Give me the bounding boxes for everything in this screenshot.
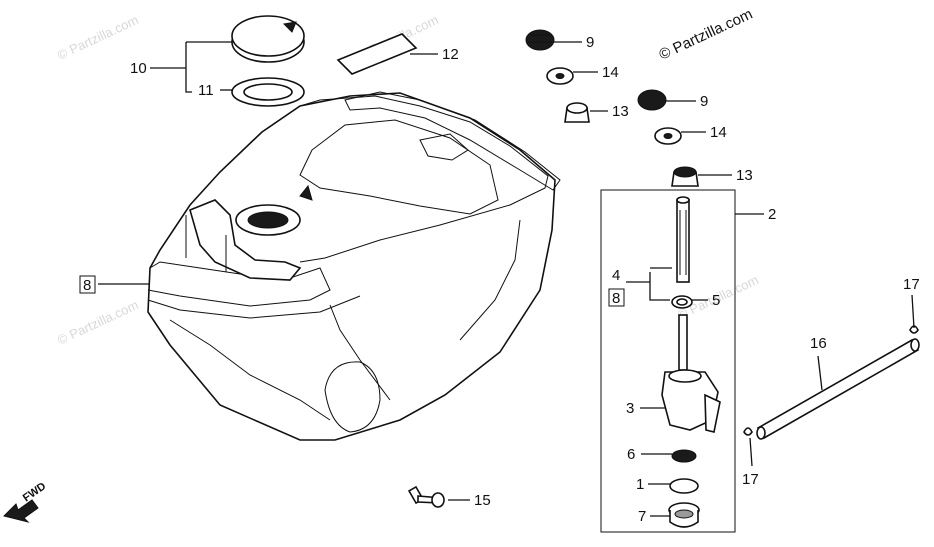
callout-7: 7 xyxy=(638,508,646,525)
petcock-assembly-box xyxy=(600,189,736,533)
callout-11: 11 xyxy=(198,82,214,99)
grommet-13-mid xyxy=(671,166,699,187)
callout-15: 15 xyxy=(474,492,491,509)
callout-8-right: 8 xyxy=(612,290,620,307)
callout-6: 6 xyxy=(627,446,635,463)
fuel-tank xyxy=(147,91,561,441)
filter-cup-7 xyxy=(668,502,700,528)
grommet-9-top xyxy=(525,29,555,51)
grommet-13-top xyxy=(564,102,590,123)
callout-9-mid: 9 xyxy=(700,93,708,110)
callout-17-top: 17 xyxy=(903,276,920,293)
fuel-cap xyxy=(231,15,305,63)
callout-14-mid: 14 xyxy=(710,124,727,141)
callout-8-right-box xyxy=(608,288,625,307)
callout-8-left-box xyxy=(79,275,96,294)
callout-13-mid: 13 xyxy=(736,167,753,184)
washer-14-mid xyxy=(654,127,682,145)
callout-1: 1 xyxy=(636,476,644,493)
callout-14-top: 14 xyxy=(602,64,619,81)
watermark: © Partzilla.com xyxy=(55,12,141,63)
callout-17-bottom: 17 xyxy=(742,471,759,488)
callout-2: 2 xyxy=(768,206,776,223)
o-ring-5 xyxy=(671,295,693,309)
caution-label xyxy=(336,33,418,75)
o-ring-1 xyxy=(669,478,699,494)
watermark: © Partzilla.com xyxy=(55,297,141,348)
hose-clip-bottom xyxy=(743,427,753,436)
hose-clip-top xyxy=(909,325,919,334)
callout-8-left: 8 xyxy=(83,277,91,294)
fuel-hose xyxy=(756,338,920,440)
petcock-body xyxy=(661,314,721,433)
callout-10: 10 xyxy=(130,60,147,77)
forward-arrow: FWD xyxy=(3,480,48,523)
callout-labels: 10 11 12 9 14 13 9 14 13 2 4 8 5 3 6 1 7… xyxy=(79,34,920,525)
bolt-15 xyxy=(407,485,445,508)
copyright-text: © Partzilla.com xyxy=(657,6,756,64)
callout-9-top: 9 xyxy=(586,34,594,51)
petcock-strainer xyxy=(676,196,690,283)
gasket-6 xyxy=(671,449,697,463)
cap-gasket xyxy=(231,77,305,107)
callout-16: 16 xyxy=(810,335,827,352)
washer-14-top xyxy=(546,67,574,85)
callout-13-top: 13 xyxy=(612,103,629,120)
forward-arrow-label: FWD xyxy=(21,480,48,504)
grommet-9-mid xyxy=(637,89,667,111)
callout-4: 4 xyxy=(612,267,620,284)
callout-3: 3 xyxy=(626,400,634,417)
callout-12: 12 xyxy=(442,46,459,63)
callout-5: 5 xyxy=(712,292,720,309)
leader-lines xyxy=(98,41,915,517)
